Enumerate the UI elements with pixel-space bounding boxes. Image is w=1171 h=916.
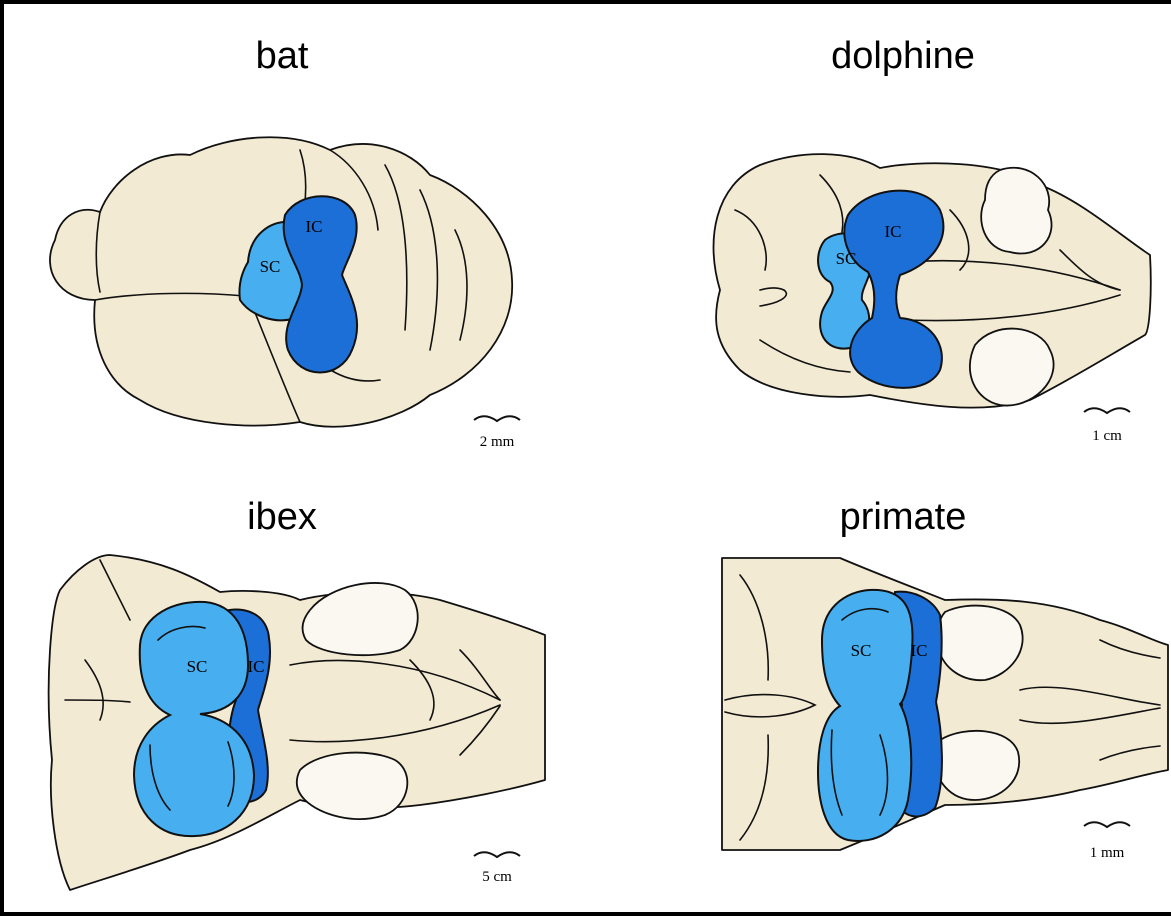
panel-dolphine: dolphine SC IC 1 cm (713, 35, 1150, 444)
panel-title-dolphine: dolphine (831, 35, 975, 77)
ic-label-ibex: IC (248, 657, 265, 676)
ic-label-primate: IC (911, 641, 928, 660)
scale-label-ibex: 5 cm (482, 869, 512, 885)
panel-title-bat: bat (256, 35, 309, 77)
scale-label-bat: 2 mm (480, 434, 515, 450)
scale-label-dolphine: 1 cm (1092, 428, 1122, 444)
panel-ibex: ibex SC IC 5 cm (49, 496, 545, 890)
scale-bar-ibex (474, 852, 520, 857)
scale-bar-primate (1084, 822, 1130, 827)
sc-label-ibex: SC (187, 657, 208, 676)
scale-label-primate: 1 mm (1090, 845, 1125, 861)
panel-primate: primate SC IC 1 mm (722, 496, 1168, 861)
panel-bat: bat SC IC 2 mm (50, 35, 520, 450)
brain-outline-primate (722, 558, 1168, 850)
superior-colliculus-primate (818, 590, 913, 841)
panel-title-primate: primate (840, 496, 967, 538)
panel-title-ibex: ibex (247, 496, 317, 538)
scale-bar-bat (474, 416, 520, 421)
sc-label-bat: SC (260, 257, 281, 276)
ic-label-dolphine: IC (885, 222, 902, 241)
sc-label-dolphine: SC (836, 249, 857, 268)
sc-label-primate: SC (851, 641, 872, 660)
ic-label-bat: IC (306, 217, 323, 236)
brain-outline-ibex (49, 555, 545, 890)
scale-bar-dolphine (1084, 408, 1130, 413)
